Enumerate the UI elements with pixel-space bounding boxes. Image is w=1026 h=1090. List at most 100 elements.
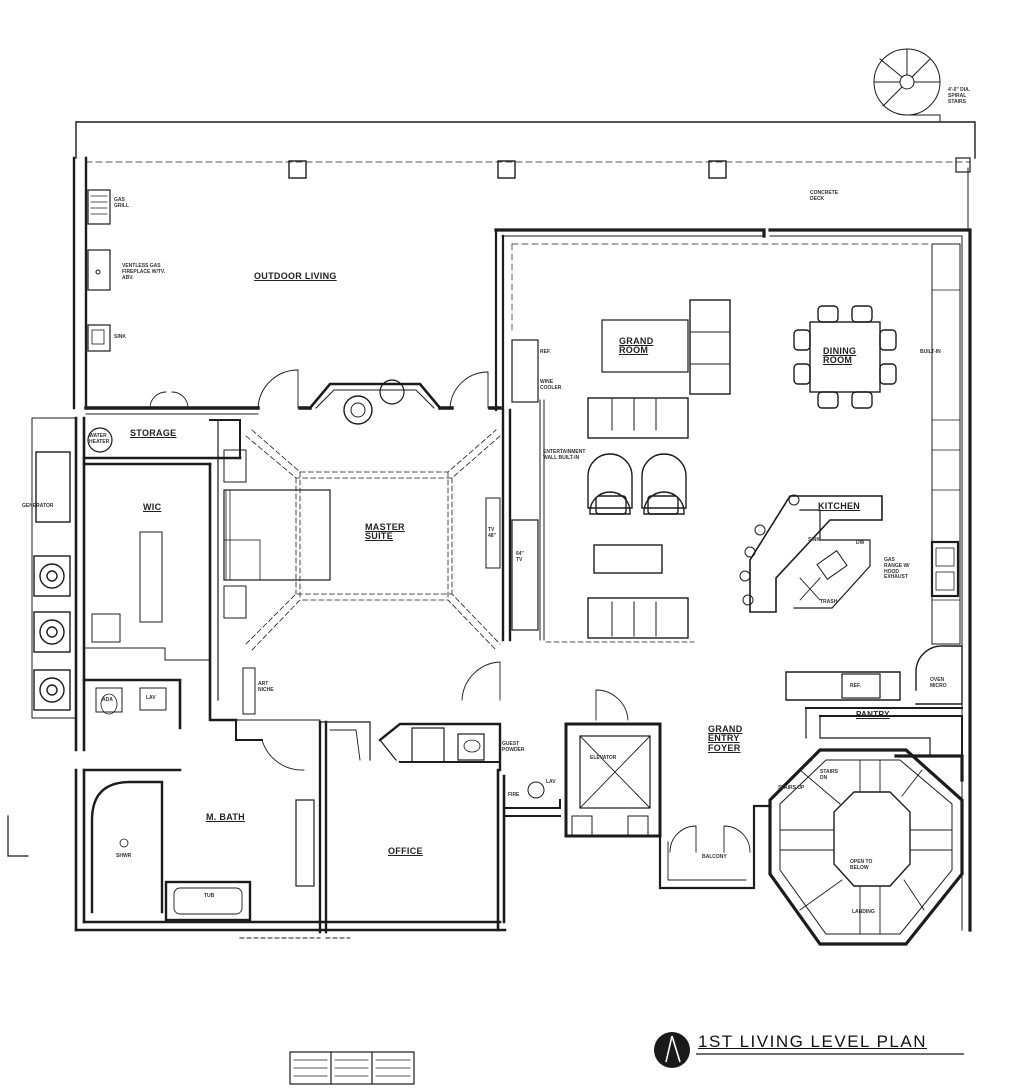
note-gas-grill: GAS GRILL	[114, 197, 129, 209]
room-label-kitchen: KITCHEN	[818, 501, 861, 511]
note-sink-outdoor: SINK	[114, 334, 126, 340]
room-label-office: OFFICE	[388, 846, 423, 856]
note-ref-kitchen: REF.	[850, 683, 861, 689]
west-wall-grand	[494, 228, 505, 412]
kitchen-stools	[739, 494, 800, 606]
note-sink-kitchen: SINK	[808, 537, 820, 543]
note-art-niche: ART NICHE	[258, 681, 274, 693]
gas-grill	[87, 189, 111, 225]
oven-micro	[915, 645, 963, 705]
plan-title: 1ST LIVING LEVEL PLAN	[698, 1032, 927, 1051]
note-stairs-up: STAIRS UP	[778, 785, 805, 791]
master-ceiling-tray	[245, 429, 501, 651]
room-label-grand-room: GRAND ROOM	[619, 336, 654, 356]
master-east-wall	[501, 408, 512, 642]
note-entertainment-wall: ENTERTAINMENT WALL BUILT-IN	[543, 449, 586, 461]
note-lav-guest: LAV	[546, 779, 556, 785]
room-label-outdoor-living: OUTDOOR LIVING	[254, 271, 337, 281]
note-ada: ADA	[102, 697, 113, 703]
door-swing	[595, 689, 629, 721]
room-label-dining-room: DINING ROOM	[823, 346, 857, 366]
note-lav-master: LAV	[146, 695, 156, 701]
note-balcony: BALCONY	[702, 854, 727, 860]
grand-room-sofa-front	[587, 597, 689, 639]
concrete-deck-outline	[75, 121, 976, 159]
ref-wine-cabinet	[511, 339, 539, 403]
note-guest-powder: GUEST POWDER	[502, 741, 525, 753]
room-label-master-suite: MASTER SUITE	[365, 522, 405, 542]
dining-table	[793, 305, 897, 409]
note-wine-cooler: WINE COOLER	[540, 379, 562, 391]
deck-column-right	[955, 157, 971, 173]
note-stairs-dn: STAIRS DN	[820, 769, 838, 781]
note-trash: TRASH	[820, 599, 838, 605]
grand-room-sofa-back	[587, 397, 689, 439]
note-generator: GENERATOR	[22, 503, 54, 509]
entertainment-wall	[511, 519, 539, 631]
pantry-wall	[805, 707, 963, 757]
west-wall	[74, 416, 86, 752]
note-elevator: ELEVATOR	[590, 755, 617, 761]
note-shower: SHWR	[116, 853, 132, 859]
guest-vanity	[411, 727, 445, 763]
steps-symbol	[289, 1051, 415, 1085]
note-open-below: OPEN TO BELOW	[850, 859, 873, 871]
note-dw: DW	[856, 540, 865, 546]
note-concrete-deck: CONCRETE DECK	[810, 190, 839, 202]
ac-units	[33, 555, 71, 711]
note-fireplace: VENTLESS GAS FIREPLACE W/TV. ABV.	[122, 263, 166, 281]
water-heater	[87, 427, 113, 453]
master-tv	[485, 497, 501, 569]
octagon-stair-tower	[768, 748, 964, 946]
door-swing	[149, 391, 189, 409]
grand-room-chairs	[587, 453, 687, 515]
outdoor-sink	[87, 324, 111, 352]
door-swing	[257, 369, 299, 409]
room-label-m-bath: M. BATH	[206, 812, 245, 822]
note-fire: FIRE	[508, 792, 520, 798]
door-swing	[461, 661, 501, 701]
vanity	[295, 799, 315, 887]
shower-curve	[90, 780, 164, 914]
wic-island	[139, 531, 163, 623]
note-gas-range: GAS RANGE W/ HOOD EXHAUST	[884, 557, 910, 581]
deck-column	[708, 160, 727, 179]
kitchen-island	[749, 495, 883, 613]
corner-mark	[7, 815, 29, 857]
tub	[164, 880, 252, 922]
generator	[35, 451, 71, 523]
note-landing: LANDING	[852, 909, 875, 915]
deck-column	[288, 160, 307, 179]
note-tv-grand: 64" TV	[516, 551, 524, 563]
house-outer-wall	[494, 228, 972, 932]
note-tv-master: TV 48"	[488, 527, 496, 539]
note-tub: TUB	[204, 893, 215, 899]
room-label-pantry: PANTRY	[856, 710, 890, 719]
room-label-wic: WIC	[143, 502, 162, 512]
gas-range	[930, 540, 960, 598]
fireplace	[87, 249, 111, 291]
deck-column	[497, 160, 516, 179]
wic-wall	[208, 462, 238, 722]
room-label-grand-entry-foyer: GRAND ENTRY FOYER	[708, 724, 743, 753]
note-built-in: BUILT-IN	[920, 349, 941, 355]
grand-room-rug	[601, 319, 689, 373]
master-bed	[223, 489, 331, 581]
storage-wall	[82, 456, 242, 466]
outdoor-left-wall	[72, 156, 88, 410]
door-swing	[449, 371, 489, 409]
bay-window	[308, 382, 442, 410]
refrigerator	[841, 673, 881, 699]
note-spiral-stairs: 4'-0" DIA. SPIRAL STAIRS	[948, 87, 971, 105]
office-wall	[378, 722, 502, 772]
room-label-storage: STORAGE	[130, 428, 177, 438]
note-water-heater: WATER HEATER	[89, 433, 110, 445]
built-in-cabinets	[931, 243, 961, 645]
balcony-wall	[658, 804, 772, 890]
door-swing	[669, 825, 751, 853]
coffee-table	[593, 544, 663, 574]
north-arrow-icon	[654, 1032, 690, 1068]
note-oven-micro: OVEN MICRO	[930, 677, 947, 689]
tub-chair	[343, 395, 373, 425]
spiral-stairs	[873, 48, 941, 123]
